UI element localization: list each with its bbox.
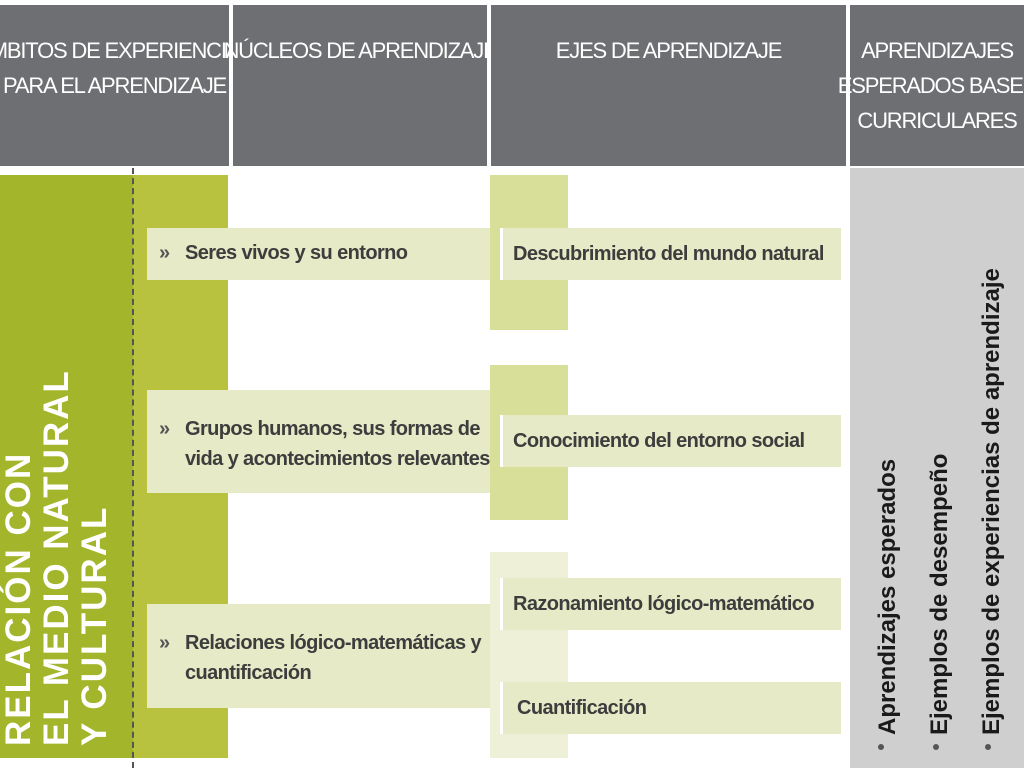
aprendizaje-item-2: Ejemplos de desempeño [926,453,953,735]
nucleo-2-line-1: Grupos humanos, sus formas de [185,418,480,440]
nucleo-3-line-2: cuantificación [185,662,312,684]
header-ejes-line-1: EJES DE APRENDIZAJE [555,38,783,63]
bullet-icon [933,744,939,750]
bullet-icon [878,744,884,750]
ambito-title-line-1: RELACIÓN CON [0,451,38,746]
nucleo-2-line-2: vida y acontecimientos relevantes [185,448,490,470]
eje-cuantificacion: Cuantificación [500,682,841,734]
nucleo-grupos-humanos: » Grupos humanos, sus formas de vida y a… [147,390,490,493]
header-ambitos: ÁMBITOS DE EXPERIENCIAS PARA EL APRENDIZ… [0,5,254,166]
header-aprendizajes-line-3: CURRICULARES [857,108,1017,134]
raquo-icon: » [159,418,170,440]
ambito-title-line-2: EL MEDIO NATURAL [37,369,76,746]
bullet-icon [985,744,991,750]
nucleo-relaciones-logico: » Relaciones lógico-matemáticas y cuanti… [147,604,490,708]
raquo-icon: » [159,632,170,654]
aprendizaje-item-3: Ejemplos de experiencias de aprendizaje [978,268,1005,735]
header-nucleos: NÚCLEOS DE APRENDIZAJE [223,5,498,166]
header-aprendizajes-line-1: APRENDIZAJES [861,38,1014,63]
aprendizajes-column [850,168,1024,768]
aprendizajes-list: Aprendizajes esperados Ejemplos de desem… [862,175,1012,735]
header-ejes: EJES DE APRENDIZAJE [491,5,846,166]
aprendizaje-item-1: Aprendizajes esperados [874,458,901,735]
raquo-icon: » [159,242,170,264]
header-aprendizajes: APRENDIZAJES ESPERADOS BASES CURRICULARE… [838,5,1024,166]
header-nucleos-line-1: NÚCLEOS DE APRENDIZAJE [223,38,497,63]
nucleo-1-line-1: Seres vivos y su entorno [185,242,408,264]
nucleo-3-line-1: Relaciones lógico-matemáticas y [185,632,482,654]
eje-razonamiento: Razonamiento lógico-matemático [500,578,841,630]
ambito-title: RELACIÓN CON EL MEDIO NATURAL Y CULTURAL [0,186,132,746]
eje-conocimiento: Conocimiento del entorno social [500,415,841,467]
header-ambitos-line-2: PARA EL APRENDIZAJE [3,73,227,99]
eje-descubrimiento: Descubrimiento del mundo natural [500,228,841,280]
header-aprendizajes-line-2: ESPERADOS BASES [837,73,1024,99]
ambito-title-line-3: Y CULTURAL [75,505,114,746]
header-ambitos-line-1: ÁMBITOS DE EXPERIENCIAS [0,38,254,63]
dashed-divider [132,168,134,768]
nucleo-seres-vivos: » Seres vivos y su entorno [147,228,490,280]
